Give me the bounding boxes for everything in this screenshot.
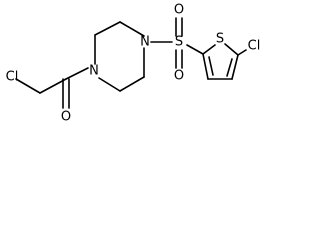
bond-th-s1-c5 [224,43,239,56]
atom-cl-left: Cl [6,70,19,85]
atom-n-left: N [89,64,99,79]
bond-c5-cl [237,49,247,56]
bond-cl-ch2 [15,78,41,94]
bond-pip-5 [119,76,145,92]
bond-th-c5-c4-inner [226,58,233,77]
atom-cl-right: Cl [248,39,261,54]
atom-o-sulfonyl-bottom: O [174,69,184,84]
atom-o-sulfonyl-top: O [174,3,184,18]
atom-s-thiophene: S [216,32,224,47]
bond-th-c2-s1 [202,44,216,55]
atom-n-right: N [140,35,150,50]
bond-th-c5-c4 [231,54,239,80]
bond-pip-2 [94,21,121,36]
atom-s-sulfonyl: S [175,35,183,50]
atom-o-carbonyl: O [61,110,71,125]
bond-th-c3-c2 [202,53,209,80]
bond-th-c3-c2-inner [208,56,214,76]
bond-ch2-carbonyl [39,78,67,94]
bond-carbonyl-n [65,67,89,80]
bonds [15,17,247,109]
bond-pip-6 [98,77,121,92]
bond-pip-3 [119,21,145,37]
atom-labels: Cl O N N S O O S Cl [6,3,261,125]
bond-s-thiophene [186,44,204,55]
structure-diagram: Cl O N N S O O S Cl [6,3,261,125]
